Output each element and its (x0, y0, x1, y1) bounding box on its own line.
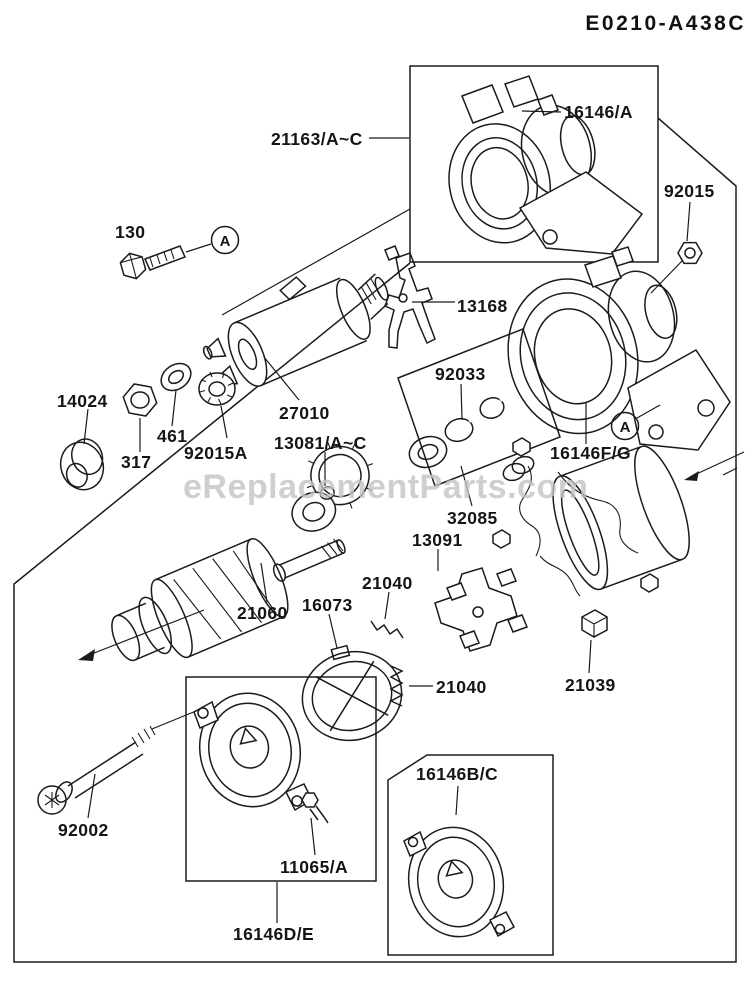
detail-marker-a2: A (610, 411, 640, 441)
part-16073-brush-plate-drawing (301, 644, 403, 742)
part-label-317: 317 (121, 452, 151, 472)
part-label-13091: 13091 (412, 530, 463, 550)
leader-92015-part (650, 260, 683, 294)
detail-marker-letter: A (220, 233, 231, 250)
part-label-21163: 21163/A~C (271, 129, 363, 149)
leader-32085 (460, 465, 473, 507)
leader-92033 (460, 383, 463, 421)
leader-92015-label (686, 201, 691, 242)
leader-16073 (328, 613, 338, 649)
part-label-16146bc: 16146B/C (416, 764, 498, 784)
part-13091-brush-holder-drawing (434, 567, 528, 652)
part-11065-screw-drawing (301, 792, 329, 824)
part-16146bc-cover-drawing (403, 826, 516, 938)
part-label-14024: 14024 (57, 391, 108, 411)
part-92015-nut-drawing (677, 241, 703, 265)
part-label-16146de: 16146D/E (233, 924, 314, 944)
assembly-axis-line (221, 208, 411, 316)
part-13081-clutch-drawing (291, 442, 374, 532)
leader-11065 (310, 817, 316, 856)
callout-labels: E0210-A438C 21163/A~C 16146/A 92015 130 … (57, 12, 746, 944)
leader-16146bc (455, 785, 459, 816)
detail-box-16146bc (387, 754, 554, 956)
part-label-92002: 92002 (58, 820, 109, 840)
part-label-11065: 11065/A (280, 857, 348, 877)
leader-21039 (588, 639, 592, 674)
leader-21040-upper (384, 591, 390, 620)
watermark-text: eReplacementParts.com (183, 468, 588, 506)
part-label-461: 461 (157, 426, 187, 446)
detail-box-16146de (185, 676, 377, 882)
part-label-21040-upper: 21040 (362, 573, 413, 593)
part-21040-spring-lower-drawing (389, 665, 404, 707)
part-label-21039: 21039 (565, 675, 616, 695)
part-14024-cap-drawing (59, 438, 105, 491)
part-92033-snap-rings-drawing (408, 394, 508, 469)
part-317-nut-drawing (122, 383, 158, 417)
part-21040-spring-upper-drawing (370, 620, 404, 639)
part-label-27010: 27010 (279, 403, 330, 423)
leader-21060 (260, 562, 268, 603)
leader-16146a (521, 110, 562, 113)
detail-marker-a1: A (210, 225, 240, 255)
assembly-arrows (78, 451, 745, 661)
part-13168-lever-drawing (384, 245, 436, 349)
detail-marker-letter: A (620, 419, 631, 436)
part-label-92033: 92033 (435, 364, 486, 384)
leader-14024 (83, 408, 89, 445)
part-130-bolt-drawing (119, 245, 187, 280)
leader-461 (171, 389, 177, 427)
detail-box-16146a (409, 65, 659, 263)
part-92015a-nut-drawing (198, 371, 236, 406)
part-label-21040-lower: 21040 (436, 677, 487, 697)
part-label-92015a: 92015A (184, 443, 248, 463)
leader-92002-label (87, 773, 96, 819)
leader-92002-part (151, 710, 197, 730)
leader-130 (185, 243, 212, 253)
leader-27010 (263, 356, 300, 401)
leader-lines (83, 110, 691, 923)
leader-detail-a2 (636, 404, 661, 419)
part-label-16146fg: 16146F/G (550, 443, 631, 463)
part-21060-armature-drawing (111, 537, 346, 662)
diagram-code: E0210-A438C (585, 12, 746, 35)
part-label-16146a: 16146/A (564, 102, 633, 122)
part-label-32085: 32085 (447, 508, 498, 528)
part-16146a-end-bracket-drawing (448, 75, 644, 255)
outer-border (13, 117, 737, 963)
part-label-92015: 92015 (664, 181, 715, 201)
detail-box-92033 (397, 328, 561, 487)
part-21039-yoke-brush-drawing (492, 437, 690, 638)
part-32085-stopper-drawing (502, 455, 535, 482)
part-16146fg-end-frame-drawing (507, 246, 731, 451)
part-label-13081: 13081/A~C (274, 433, 367, 453)
part-label-21060: 21060 (237, 603, 288, 623)
part-461-washer-drawing (160, 362, 192, 392)
part-92002-bolt-drawing (37, 725, 156, 815)
part-16146de-cover-drawing (193, 692, 313, 812)
part-label-130: 130 (115, 222, 145, 242)
leader-92015a (220, 405, 228, 439)
border-frame (13, 117, 737, 963)
part-label-13168: 13168 (457, 296, 508, 316)
part-label-16073: 16073 (302, 595, 353, 615)
